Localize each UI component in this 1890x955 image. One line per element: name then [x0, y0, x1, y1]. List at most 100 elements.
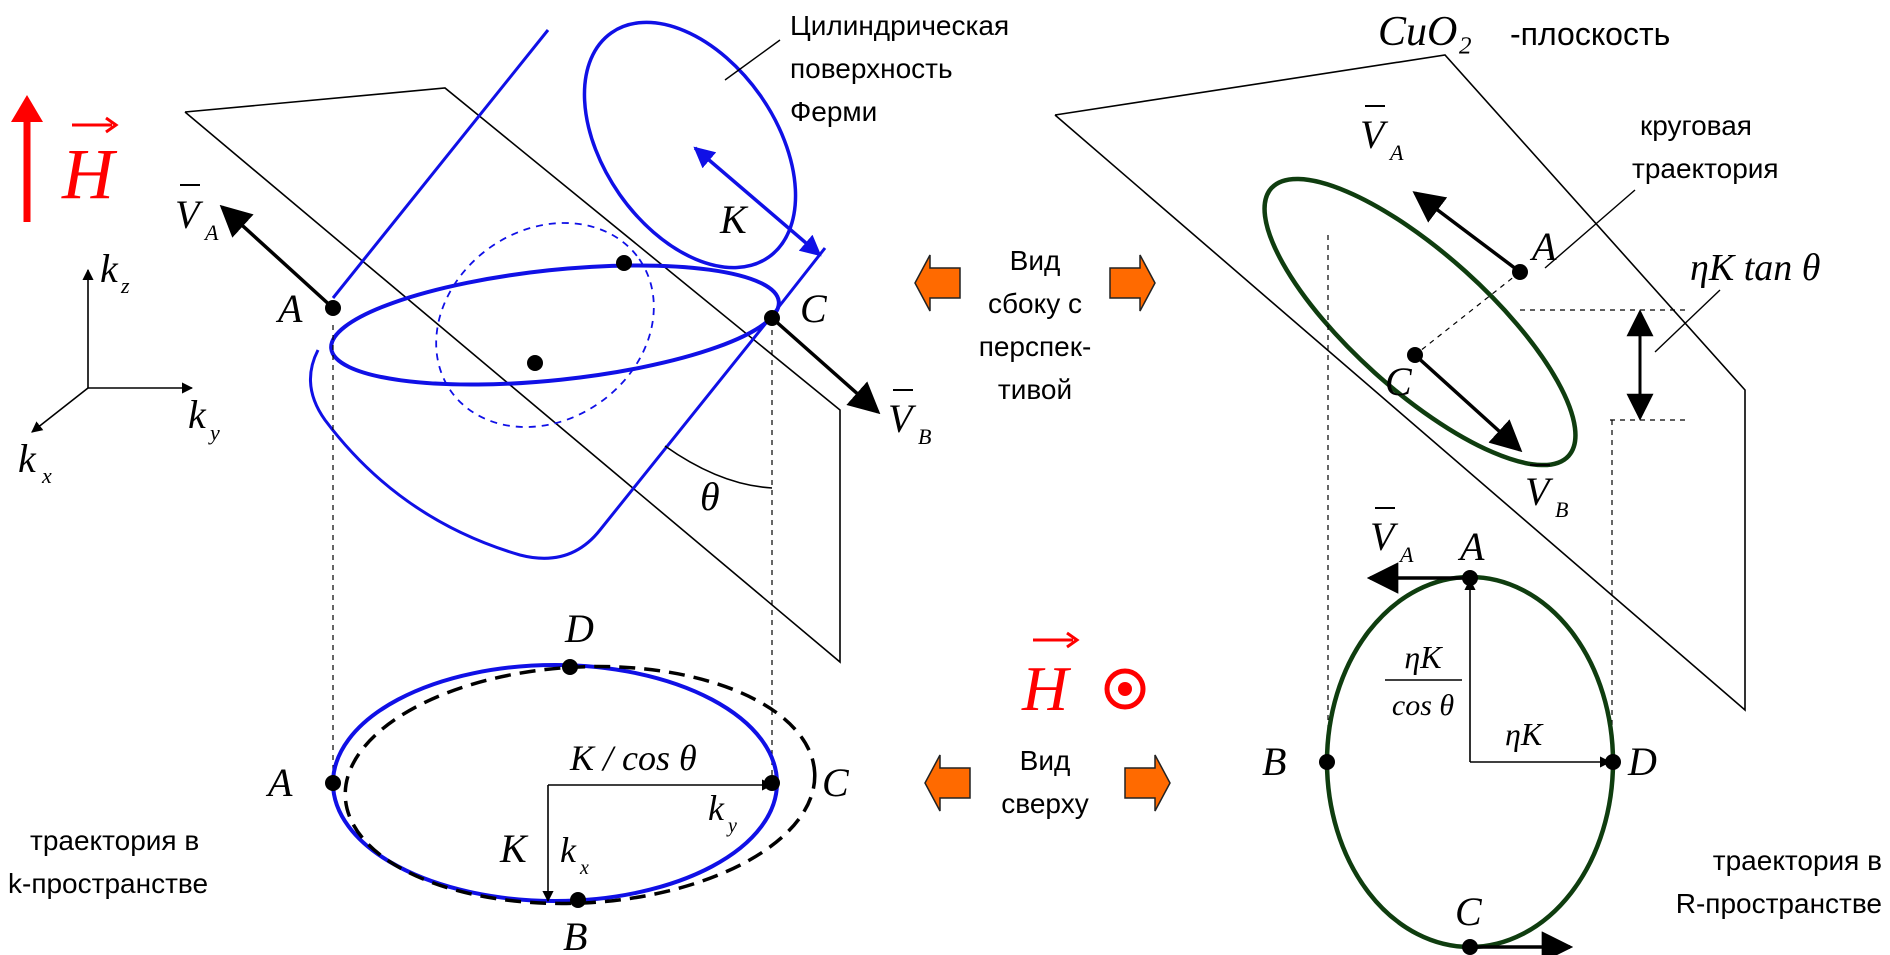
top-view-line-1: Вид: [1020, 745, 1071, 776]
va-arrow-left: [219, 204, 335, 310]
side-view-line-4: тивой: [998, 374, 1072, 405]
point-c-left: [764, 310, 780, 326]
r-space-trajectory: A C B D V A ηK cos θ ηK: [1262, 507, 1657, 955]
top-view-arrow-left: [924, 754, 971, 812]
point-a-tilted: [1512, 264, 1528, 280]
label-a-bottom: A: [265, 760, 293, 805]
kx-bottom-label: k: [560, 830, 577, 870]
circular-caption-line-1: круговая: [1640, 110, 1752, 141]
label-c-left: C: [800, 286, 828, 331]
frac-denominator: cos θ: [1392, 689, 1454, 722]
vb-arrow-right: [1413, 353, 1523, 453]
cross-section-points: A C: [275, 255, 828, 371]
va-arrow-right: [1412, 191, 1522, 274]
right-title: CuO₂ -плоскость: [1378, 9, 1670, 55]
kx-subscript: x: [41, 463, 52, 488]
circular-caption-line-2: траектория: [1632, 153, 1779, 184]
k-over-cos-label: K / cos θ: [569, 738, 697, 778]
field-arrow-head: [11, 95, 43, 122]
point-b-bottom: [570, 892, 586, 908]
label-c-tilted: C: [1385, 359, 1413, 404]
k-traj-line-2: k-пространстве: [8, 868, 208, 899]
point-c-bottom: [764, 775, 780, 791]
k-axes: k z k y k x: [18, 246, 220, 488]
side-view-line-2: сбоку с: [988, 288, 1082, 319]
label-c-bottom: C: [822, 760, 850, 805]
va-label-right: V: [1360, 112, 1389, 157]
ky-label: k: [188, 392, 207, 437]
cylinder-inner-ellipse: [435, 222, 655, 428]
circular-caption-leader: [1544, 189, 1636, 269]
theta-label: θ: [700, 474, 720, 519]
caption-line-3: Ферми: [790, 96, 877, 127]
vb-label-right: V: [1525, 469, 1554, 514]
label-a-r: A: [1457, 524, 1485, 569]
point-c-tilted: [1407, 347, 1423, 363]
theta-angle: θ: [664, 445, 773, 519]
k-traj-line-1: траектория в: [30, 825, 199, 856]
field-out-h-label: H: [1021, 653, 1072, 724]
va-sub-left: A: [203, 220, 219, 245]
fermi-cylinder: K: [308, 20, 827, 560]
point-lower-left: [527, 355, 543, 371]
point-b-r: [1319, 754, 1335, 770]
vb-label-left: V: [888, 396, 917, 441]
va-sub-r: A: [1398, 542, 1414, 567]
left-cuo2-plane: [184, 87, 841, 664]
k-traj-caption: траектория в k-пространстве: [8, 825, 208, 899]
k-orbit-blue: [331, 663, 779, 903]
label-a-left: A: [275, 286, 303, 331]
k-bottom-label: K: [499, 826, 529, 871]
caption-line-1: Цилиндрическая: [790, 10, 1009, 41]
va-sub-right: A: [1388, 140, 1404, 165]
side-view-arrow-left: [914, 254, 961, 312]
left-velocity-vectors: V A V B: [175, 184, 931, 449]
k-radius-arrow: [693, 146, 822, 257]
cross-section-orbit: [329, 263, 781, 387]
label-a-tilted: A: [1529, 224, 1557, 269]
orbit-diameter: [1414, 271, 1521, 356]
field-out-tip: [1066, 631, 1080, 649]
cylinder-side-left-top: [331, 29, 550, 299]
side-view-line-3: перспек-: [979, 331, 1092, 362]
right-cuo2-plane: [1054, 54, 1746, 712]
ky-bottom-label: k: [708, 788, 725, 828]
point-a-left: [325, 300, 341, 316]
point-d-bottom: [562, 659, 578, 675]
point-upper-left: [616, 255, 632, 271]
va-label-r: V: [1370, 514, 1399, 559]
ky-bottom-sub: y: [726, 815, 737, 837]
caption-line-2: поверхность: [790, 53, 953, 84]
ky-subscript: y: [208, 420, 220, 445]
point-c-r: [1462, 939, 1478, 955]
r-eta-k-label: ηK: [1505, 716, 1544, 752]
field-out-circle: [1104, 668, 1146, 710]
label-b-bottom: B: [563, 914, 587, 955]
tilted-orbit-ellipse: [1262, 176, 1578, 468]
point-d-r: [1605, 754, 1621, 770]
right-plane: [1054, 54, 1746, 712]
kz-label: k: [100, 246, 119, 291]
va-label-left: V: [175, 192, 204, 237]
left-plane: [184, 87, 841, 664]
label-d-r: D: [1627, 739, 1657, 784]
field-vector-tip: [105, 116, 119, 134]
frac-numerator: ηK: [1404, 639, 1443, 675]
point-a-r: [1462, 570, 1478, 586]
projection-lines: [332, 325, 773, 780]
right-projection-lines: [1327, 235, 1613, 760]
top-view-line-2: сверху: [1001, 788, 1088, 819]
label-d-bottom: D: [564, 606, 594, 651]
field-h-label: H: [61, 134, 118, 214]
kx-bottom-sub: x: [579, 857, 589, 879]
side-view-line-1: Вид: [1010, 245, 1061, 276]
cuo2-title-suffix: -плоскость: [1510, 16, 1670, 52]
field-h-out: H: [1021, 631, 1146, 724]
top-view-arrow-right: [1124, 754, 1171, 812]
circular-traj-caption: круговая траектория: [1544, 110, 1779, 269]
label-c-r: C: [1455, 889, 1483, 934]
field-h-up: H: [11, 95, 119, 222]
cylinder-caption: Цилиндрическая поверхность Ферми: [724, 10, 1009, 127]
tilted-orbit: A C V A V B ηK tan θ: [1262, 105, 1820, 522]
